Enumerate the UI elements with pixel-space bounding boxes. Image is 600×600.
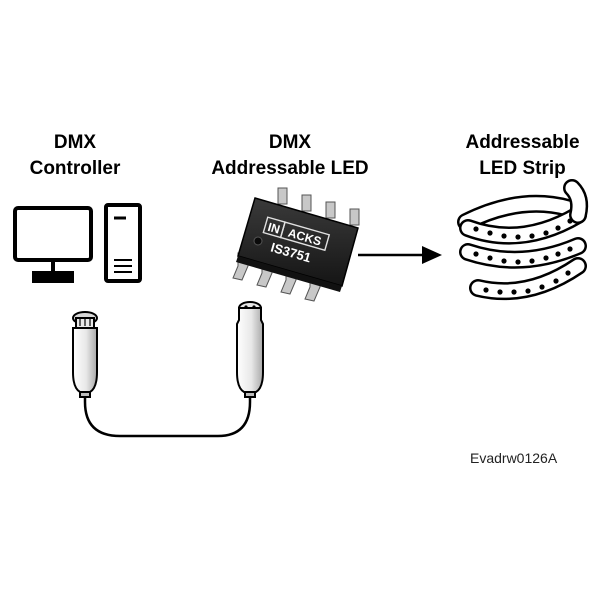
controller-label-line1: DMX bbox=[53, 132, 97, 153]
dmx-controller-label: DMX Controller bbox=[0, 130, 150, 182]
computer-tower-icon bbox=[104, 203, 142, 283]
diagram-code: Evadrw0126A bbox=[470, 450, 558, 466]
controller-label-line2: Controller bbox=[29, 158, 121, 179]
xlr-connector-icon bbox=[236, 301, 264, 398]
chip-brand-left: IN bbox=[266, 220, 281, 237]
monitor-icon bbox=[13, 206, 93, 283]
chip-label-line1: DMX bbox=[268, 132, 312, 153]
strip-label-line2: LED Strip bbox=[479, 158, 566, 179]
dmx-cable bbox=[83, 385, 252, 438]
xlr-connector-icon bbox=[72, 311, 98, 398]
arrow-right-icon bbox=[358, 246, 442, 264]
dmx-chip-label: DMX Addressable LED bbox=[195, 130, 385, 182]
led-strip-label: Addressable LED Strip bbox=[445, 130, 600, 182]
ic-chip-icon: IN ACKS IS3751 bbox=[232, 187, 360, 302]
strip-label-line1: Addressable bbox=[465, 132, 580, 153]
led-strip-icon bbox=[457, 179, 589, 301]
chip-label-line2: Addressable LED bbox=[211, 158, 369, 179]
